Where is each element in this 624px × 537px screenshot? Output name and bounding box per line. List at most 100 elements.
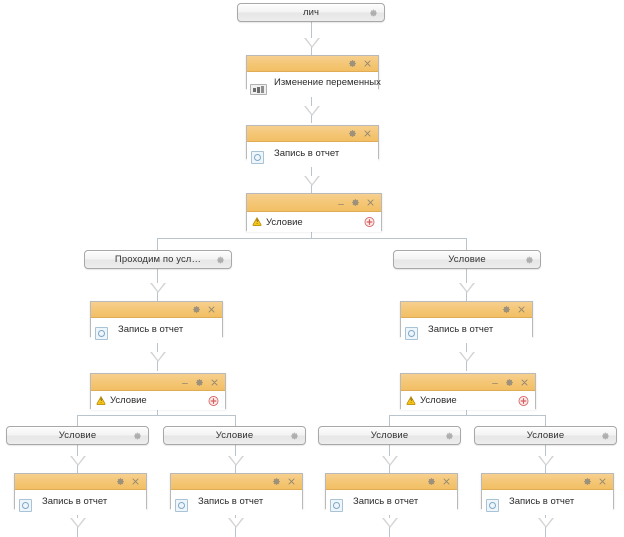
arrow-pillb2-to-reportb2 — [228, 456, 244, 466]
gear-icon[interactable] — [348, 129, 357, 138]
node-pill-condition-b4-label: Условие — [526, 430, 565, 441]
close-icon[interactable] — [363, 129, 372, 138]
connector-condition-split-bar — [157, 238, 466, 239]
node-pill-condition-b1[interactable]: Условие — [6, 426, 149, 445]
gear-icon[interactable] — [290, 431, 299, 440]
connector-condR-split-bar — [389, 415, 545, 416]
connector-to-pill-b3 — [389, 415, 390, 426]
node-write-report-b4-label: Запись в отчет — [509, 495, 575, 507]
gear-icon[interactable] — [348, 59, 357, 68]
minus-icon[interactable] — [181, 378, 189, 386]
node-pill-condition-b3-label: Условие — [370, 430, 409, 441]
plus-icon[interactable] — [208, 395, 219, 406]
node-write-report-b4[interactable]: Запись в отчет — [481, 473, 614, 515]
connector-condL-split-stem — [157, 409, 158, 415]
node-change-variables-header — [247, 56, 378, 72]
close-icon[interactable] — [520, 378, 529, 387]
gear-icon[interactable] — [272, 477, 281, 486]
node-write-report-b1[interactable]: Запись в отчет — [14, 473, 147, 515]
gear-icon[interactable] — [601, 431, 610, 440]
arrow-vars-to-report1 — [304, 106, 320, 116]
close-icon[interactable] — [363, 59, 372, 68]
node-write-report-right-header — [401, 302, 532, 318]
close-icon[interactable] — [210, 378, 219, 387]
node-write-report-b2-body: Запись в отчет — [171, 490, 302, 515]
connector-to-pill-right — [466, 238, 467, 250]
arrow-reportb1-out — [70, 518, 86, 528]
plus-icon[interactable] — [518, 395, 529, 406]
gear-icon[interactable] — [116, 477, 125, 486]
close-icon[interactable] — [207, 305, 216, 314]
gear-icon[interactable] — [583, 477, 592, 486]
arrow-pillb3-to-reportb3 — [382, 456, 398, 466]
close-icon[interactable] — [598, 477, 607, 486]
gear-icon[interactable] — [427, 477, 436, 486]
arrow-reportb4-out — [538, 518, 554, 528]
node-write-report-1[interactable]: Запись в отчет — [246, 125, 379, 167]
node-write-report-1-header — [247, 126, 378, 142]
node-write-report-b4-body: Запись в отчет — [482, 490, 613, 515]
node-condition-left[interactable]: Условие — [90, 373, 226, 410]
node-write-report-right[interactable]: Запись в отчет — [400, 301, 533, 343]
close-icon[interactable] — [442, 477, 451, 486]
gear-icon[interactable] — [505, 378, 514, 387]
gear-icon[interactable] — [195, 378, 204, 387]
node-condition-right[interactable]: Условие — [400, 373, 536, 410]
report-icon — [19, 499, 32, 512]
close-icon[interactable] — [517, 305, 526, 314]
node-change-variables[interactable]: Изменение переменных — [246, 55, 381, 97]
node-start-pill[interactable]: лич — [237, 3, 385, 22]
node-write-report-left-label: Запись в отчет — [118, 323, 184, 335]
gear-icon[interactable] — [216, 255, 225, 264]
node-pill-condition-b1-label: Условие — [58, 430, 97, 441]
node-write-report-b3-header — [326, 474, 457, 490]
node-write-report-right-body: Запись в отчет — [401, 318, 532, 343]
variables-icon — [250, 84, 267, 95]
node-pill-condition-right[interactable]: Условие — [393, 250, 541, 269]
close-icon[interactable] — [287, 477, 296, 486]
gear-icon[interactable] — [192, 305, 201, 314]
plus-icon[interactable] — [364, 217, 375, 228]
close-icon[interactable] — [131, 477, 140, 486]
node-condition-root[interactable]: Условие — [246, 193, 382, 232]
arrow-reportL-to-condL — [150, 352, 166, 362]
node-pill-condition-b2-label: Условие — [215, 430, 254, 441]
node-pill-condition-b3[interactable]: Условие — [318, 426, 461, 445]
node-start-label: лич — [302, 7, 320, 18]
node-write-report-1-label: Запись в отчет — [274, 147, 340, 159]
node-change-variables-label: Изменение переменных — [274, 77, 381, 88]
node-write-report-left[interactable]: Запись в отчет — [90, 301, 223, 343]
gear-icon[interactable] — [133, 431, 142, 440]
gear-icon[interactable] — [525, 255, 534, 264]
report-icon — [405, 327, 418, 340]
node-pill-pass-by-condition-label: Проходим по усл… — [114, 254, 202, 265]
node-write-report-b3[interactable]: Запись в отчет — [325, 473, 458, 515]
close-icon[interactable] — [366, 198, 375, 207]
warning-question-icon — [406, 395, 416, 405]
gear-icon[interactable] — [369, 8, 378, 17]
minus-icon[interactable] — [337, 199, 345, 207]
gear-icon[interactable] — [351, 198, 360, 207]
gear-icon[interactable] — [502, 305, 511, 314]
connector-to-pill-left — [157, 238, 158, 250]
node-condition-right-body: Условие — [401, 391, 535, 410]
arrow-pillb4-to-reportb4 — [538, 456, 554, 466]
arrow-pillright-to-reportR — [459, 283, 475, 293]
arrow-report1-to-condition — [304, 176, 320, 186]
node-pill-condition-b2[interactable]: Условие — [163, 426, 306, 445]
node-write-report-b3-body: Запись в отчет — [326, 490, 457, 515]
node-condition-right-label: Условие — [420, 395, 457, 406]
node-pill-pass-by-condition[interactable]: Проходим по усл… — [84, 250, 232, 269]
gear-icon[interactable] — [445, 431, 454, 440]
node-pill-condition-b4[interactable]: Условие — [474, 426, 617, 445]
node-write-report-b1-header — [15, 474, 146, 490]
node-write-report-left-header — [91, 302, 222, 318]
node-write-report-b2-header — [171, 474, 302, 490]
node-write-report-b4-header — [482, 474, 613, 490]
node-write-report-b2[interactable]: Запись в отчет — [170, 473, 303, 515]
node-write-report-right-label: Запись в отчет — [428, 323, 494, 335]
node-pill-condition-right-label: Условие — [448, 254, 486, 265]
minus-icon[interactable] — [491, 378, 499, 386]
node-write-report-b1-label: Запись в отчет — [42, 495, 108, 507]
